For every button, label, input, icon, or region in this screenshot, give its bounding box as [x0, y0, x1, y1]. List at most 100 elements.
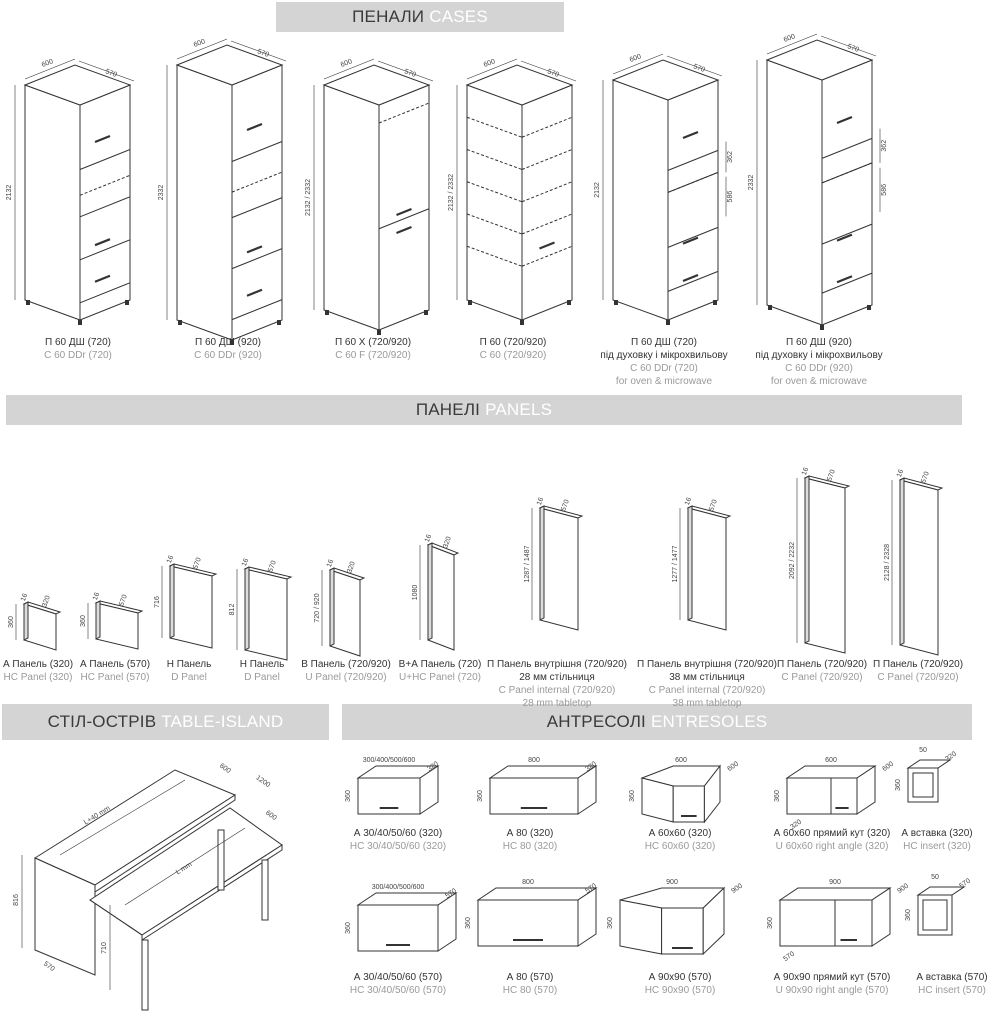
- dim-height-label: 360: [80, 615, 87, 627]
- case-divider: [821, 137, 873, 159]
- panel-caption: П Панель (720/920)C Panel (720/920): [777, 658, 867, 684]
- panel-edge-side: [329, 567, 335, 647]
- caption-l1: В+А Панель (720): [398, 659, 482, 670]
- dim-thickness-label: 16: [20, 593, 29, 603]
- entresol-side: [871, 887, 891, 947]
- case-handle: [246, 288, 263, 297]
- case-leg: [520, 320, 524, 325]
- case-leg: [867, 305, 871, 310]
- dim-depth-label: 570: [560, 499, 571, 512]
- caption-l1: П Панель внутрішня (720/920): [486, 659, 628, 670]
- entresol-caption: А вставка (570)HC insert (570): [916, 971, 987, 997]
- case-handle: [682, 273, 699, 283]
- case-handle: [836, 233, 853, 242]
- caption-l1: А вставка (320): [901, 828, 973, 839]
- dim-depth-label: 570: [403, 68, 416, 79]
- caption-l1: П 60 Х (720/920): [334, 337, 412, 348]
- dim-line-width: [176, 38, 228, 60]
- caption-l1b: 38 мм стільниця: [669, 672, 745, 683]
- dim-depth-label: 570: [42, 961, 56, 973]
- dim-height-label: 360: [8, 616, 15, 628]
- caption-l2: D Panel: [244, 672, 280, 683]
- caption-l2: U 60x60 right angle (320): [775, 841, 889, 852]
- dim-depth-label: 570: [104, 68, 117, 79]
- caption-l3: for oven & microwave: [615, 376, 713, 387]
- dim-height-label: 710: [101, 942, 108, 954]
- caption-l2: C 60 DDr (720): [44, 350, 112, 361]
- entresol-front-left: [641, 777, 674, 823]
- case-caption: П 60 ДШ (720)під духовку і мікрохвильову…: [600, 336, 727, 388]
- caption-l2: HC insert (570): [918, 985, 986, 996]
- dim-height-label: 360: [345, 790, 352, 802]
- panel-caption: П Панель (720/920)C Panel (720/920): [873, 658, 963, 684]
- case-divider: [79, 239, 131, 261]
- caption-l1: А 80 (320): [506, 828, 554, 839]
- dim-line-depth: [666, 55, 723, 77]
- case-divider: [231, 197, 283, 219]
- panel-face: [804, 477, 846, 654]
- caption-l1: П 60 ДШ (920): [786, 337, 852, 348]
- dim-line-width: [766, 33, 818, 55]
- dim-height-label: 812: [229, 604, 236, 616]
- section-title-ua: АНТРЕСОЛІ: [546, 712, 646, 731]
- panel-edge-side: [427, 542, 433, 641]
- caption-l1: П 60 (720/920): [479, 337, 547, 348]
- panel-edge-side: [804, 475, 810, 644]
- dim-height-label: 2092 / 2232: [789, 542, 796, 579]
- case-shelf-line: [231, 171, 283, 193]
- entresol-caption: А 30/40/50/60 (320)HC 30/40/50/60 (320): [350, 827, 446, 853]
- case-divider: [667, 270, 719, 292]
- case-handle: [836, 115, 853, 125]
- section-title-ua: ПЕНАЛИ: [352, 7, 425, 26]
- case-leg: [468, 300, 472, 305]
- caption-l1b: під духовку і мікрохвильову: [600, 350, 728, 361]
- dim-line-depth: [820, 35, 877, 57]
- dim-height-label: 360: [895, 779, 902, 791]
- dim-depth-label: 570: [118, 594, 129, 607]
- case-top: [465, 64, 574, 106]
- case-top: [765, 39, 874, 81]
- case-leg: [78, 320, 82, 325]
- dim-height-label: 360: [905, 909, 912, 921]
- dim-line-width: [24, 58, 76, 80]
- caption-l3: 38 mm tabletop: [672, 698, 742, 709]
- panel-face: [687, 507, 727, 631]
- dim-height-label: 2128 / 2328: [884, 544, 891, 581]
- case-side: [466, 84, 523, 321]
- case-handle: [836, 275, 853, 284]
- panel-caption: П Панель внутрішня (720/920) 38 мм стільн…: [637, 658, 777, 710]
- caption-l1: А 30/40/50/60 (570): [353, 972, 443, 983]
- caption-l1: П Панель (720/920): [872, 659, 964, 670]
- case-front: [667, 79, 719, 321]
- table-side: [34, 857, 96, 976]
- caption-l2: C 60 DDr (720): [630, 363, 698, 374]
- dim-height-label: 360: [477, 790, 484, 802]
- panel-caption: В+А Панель (720)U+HC Panel (720): [399, 658, 482, 684]
- dim-height-label: 720 / 920: [314, 593, 321, 622]
- panel-edge-side: [244, 566, 250, 651]
- dim-depth-label: 600: [726, 760, 740, 772]
- case-shelf-line: [79, 174, 131, 196]
- caption-l2: C Panel internal (720/920): [498, 685, 616, 696]
- panel-caption: П Панель внутрішня (720/920)28 мм стільн…: [487, 658, 627, 710]
- case-shelf-line: [521, 213, 573, 235]
- entresol-front-left: [779, 899, 836, 947]
- entresol-opening: [912, 772, 934, 798]
- caption-l2: U Panel (720/920): [305, 672, 387, 683]
- dim-width-label: 900: [666, 879, 678, 886]
- dim-line-depth: [520, 60, 577, 82]
- entresol-top: [778, 887, 892, 901]
- caption-l2: D Panel: [171, 672, 207, 683]
- caption-l1: П Панель внутрішня (720/920): [636, 659, 778, 670]
- caption-l2: HC 80 (320): [502, 841, 558, 852]
- case-shelf-line: [521, 181, 573, 203]
- dim-depth-label: 570: [826, 469, 837, 482]
- dim-line-width: [323, 58, 375, 80]
- case-handle: [246, 122, 263, 132]
